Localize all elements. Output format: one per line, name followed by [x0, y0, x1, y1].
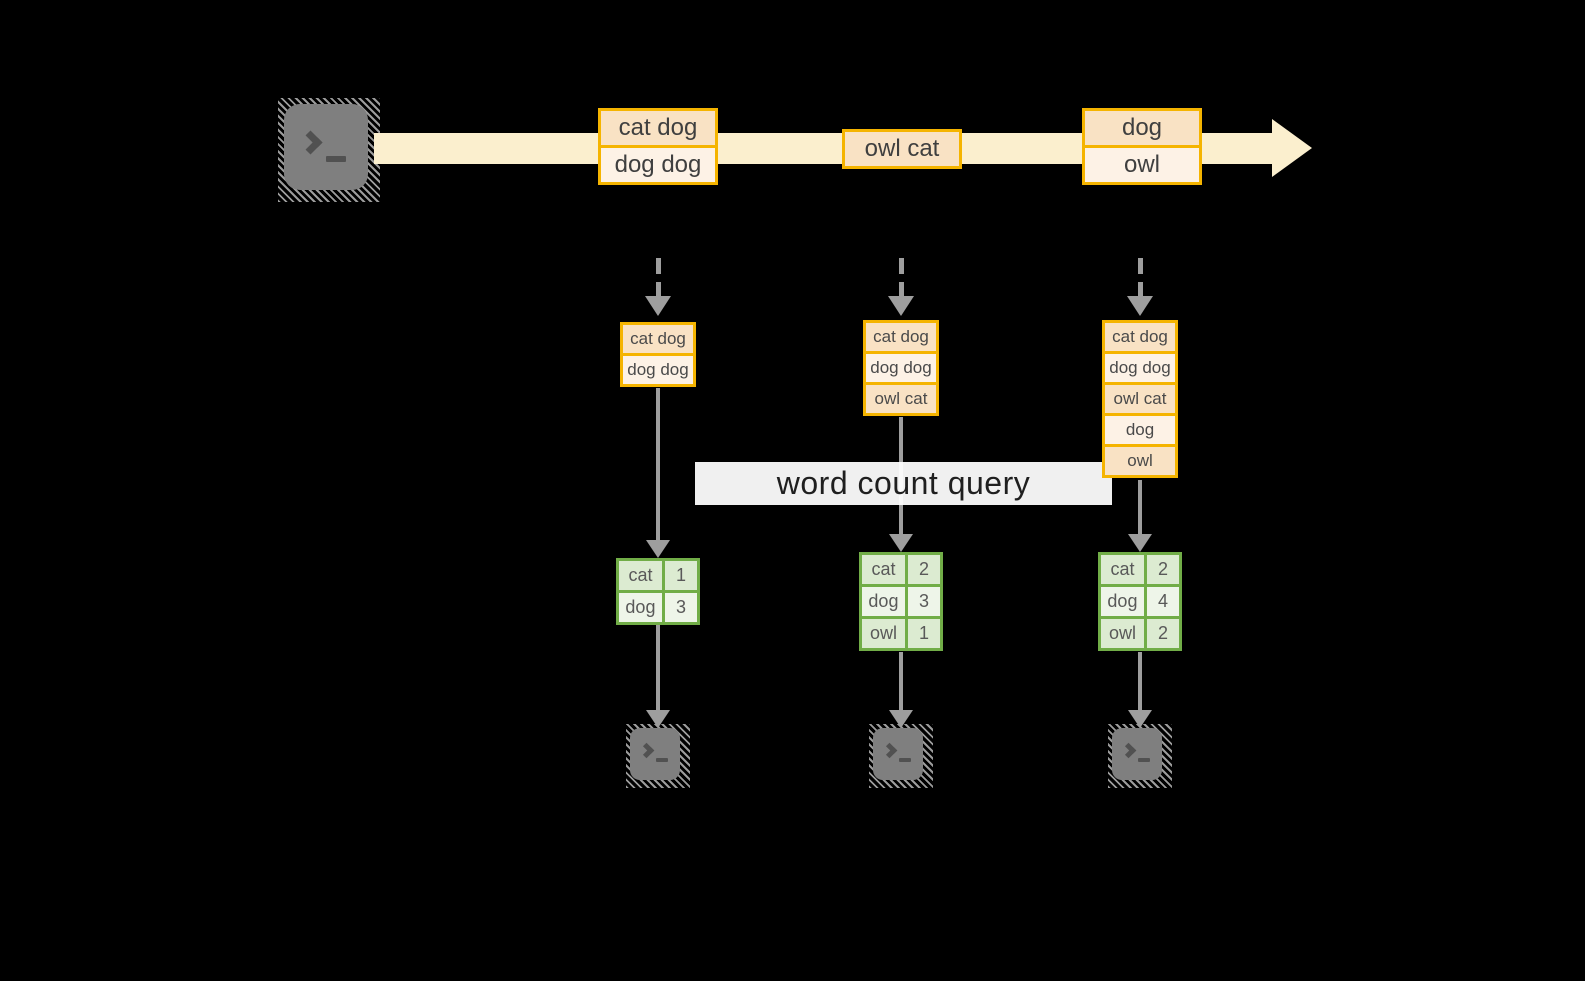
stream-arrow-head — [1272, 119, 1312, 177]
prompt-underscore-icon — [1138, 758, 1150, 762]
buffer-row: owl — [1105, 444, 1175, 475]
count-row: cat 2 — [1101, 555, 1179, 584]
buffer-row: owl cat — [1105, 382, 1175, 413]
count-word-cell: dog — [619, 593, 665, 622]
sink-down-arrow — [646, 624, 670, 728]
stream-batch-3: dog owl — [1082, 108, 1202, 185]
prompt-underscore-icon — [656, 758, 668, 762]
count-value-cell: 2 — [1146, 619, 1179, 648]
sink-down-arrow — [889, 652, 913, 728]
count-row: owl 1 — [862, 616, 940, 648]
count-row: dog 4 — [1101, 584, 1179, 616]
query-down-arrow — [646, 388, 670, 558]
count-word-cell: owl — [1101, 619, 1147, 648]
terminal-prompt-icon — [626, 724, 690, 788]
stream-batch-row: owl cat — [845, 132, 959, 166]
prompt-chevron-icon — [298, 130, 323, 155]
buffer-stack-1: cat dog dog dog — [620, 322, 696, 387]
count-word-cell: dog — [1101, 587, 1147, 616]
buffer-row: dog dog — [866, 351, 936, 382]
count-value-cell: 2 — [907, 555, 940, 584]
stream-batch-row: dog — [1085, 111, 1199, 145]
stream-batch-row: owl — [1085, 145, 1199, 182]
count-table-1: cat 1 dog 3 — [616, 558, 700, 625]
count-row: owl 2 — [1101, 616, 1179, 648]
dashed-down-arrow — [1127, 258, 1153, 316]
count-table-3: cat 2 dog 4 owl 2 — [1098, 552, 1182, 651]
count-word-cell: owl — [862, 619, 908, 648]
buffer-row: cat dog — [866, 323, 936, 351]
stream-batch-1: cat dog dog dog — [598, 108, 718, 185]
count-word-cell: cat — [619, 561, 665, 590]
count-row: dog 3 — [619, 590, 697, 622]
count-word-cell: dog — [862, 587, 908, 616]
terminal-icon-body — [630, 728, 680, 780]
count-value-cell: 1 — [907, 619, 940, 648]
buffer-row: owl cat — [866, 382, 936, 413]
count-value-cell: 3 — [664, 593, 697, 622]
stream-batch-row: dog dog — [601, 145, 715, 182]
terminal-prompt-icon — [278, 98, 380, 202]
buffer-row: dog dog — [1105, 351, 1175, 382]
count-word-cell: cat — [1101, 555, 1147, 584]
count-value-cell: 1 — [664, 561, 697, 590]
query-label-band: word count query — [695, 462, 1112, 505]
prompt-chevron-icon — [1120, 742, 1137, 759]
count-value-cell: 4 — [1146, 587, 1179, 616]
stream-batch-row: cat dog — [601, 111, 715, 145]
count-value-cell: 3 — [907, 587, 940, 616]
terminal-icon-body — [284, 104, 368, 190]
buffer-stack-3: cat dog dog dog owl cat dog owl — [1102, 320, 1178, 478]
sink-down-arrow — [1128, 652, 1152, 728]
prompt-chevron-icon — [638, 742, 655, 759]
count-word-cell: cat — [862, 555, 908, 584]
count-row: cat 1 — [619, 561, 697, 590]
buffer-row: dog dog — [623, 353, 693, 384]
prompt-underscore-icon — [899, 758, 911, 762]
query-label: word count query — [776, 465, 1031, 501]
prompt-chevron-icon — [881, 742, 898, 759]
count-table-2: cat 2 dog 3 owl 1 — [859, 552, 943, 651]
buffer-row: cat dog — [1105, 323, 1175, 351]
buffer-row: cat dog — [623, 325, 693, 353]
terminal-icon-body — [873, 728, 923, 780]
terminal-prompt-icon — [1108, 724, 1172, 788]
buffer-row: dog — [1105, 413, 1175, 444]
count-row: dog 3 — [862, 584, 940, 616]
prompt-underscore-icon — [326, 156, 346, 162]
count-value-cell: 2 — [1146, 555, 1179, 584]
dashed-down-arrow — [888, 258, 914, 316]
terminal-prompt-icon — [869, 724, 933, 788]
buffer-stack-2: cat dog dog dog owl cat — [863, 320, 939, 416]
stream-batch-2: owl cat — [842, 129, 962, 169]
dashed-down-arrow — [645, 258, 671, 316]
query-down-arrow — [1128, 480, 1152, 552]
terminal-icon-body — [1112, 728, 1162, 780]
count-row: cat 2 — [862, 555, 940, 584]
